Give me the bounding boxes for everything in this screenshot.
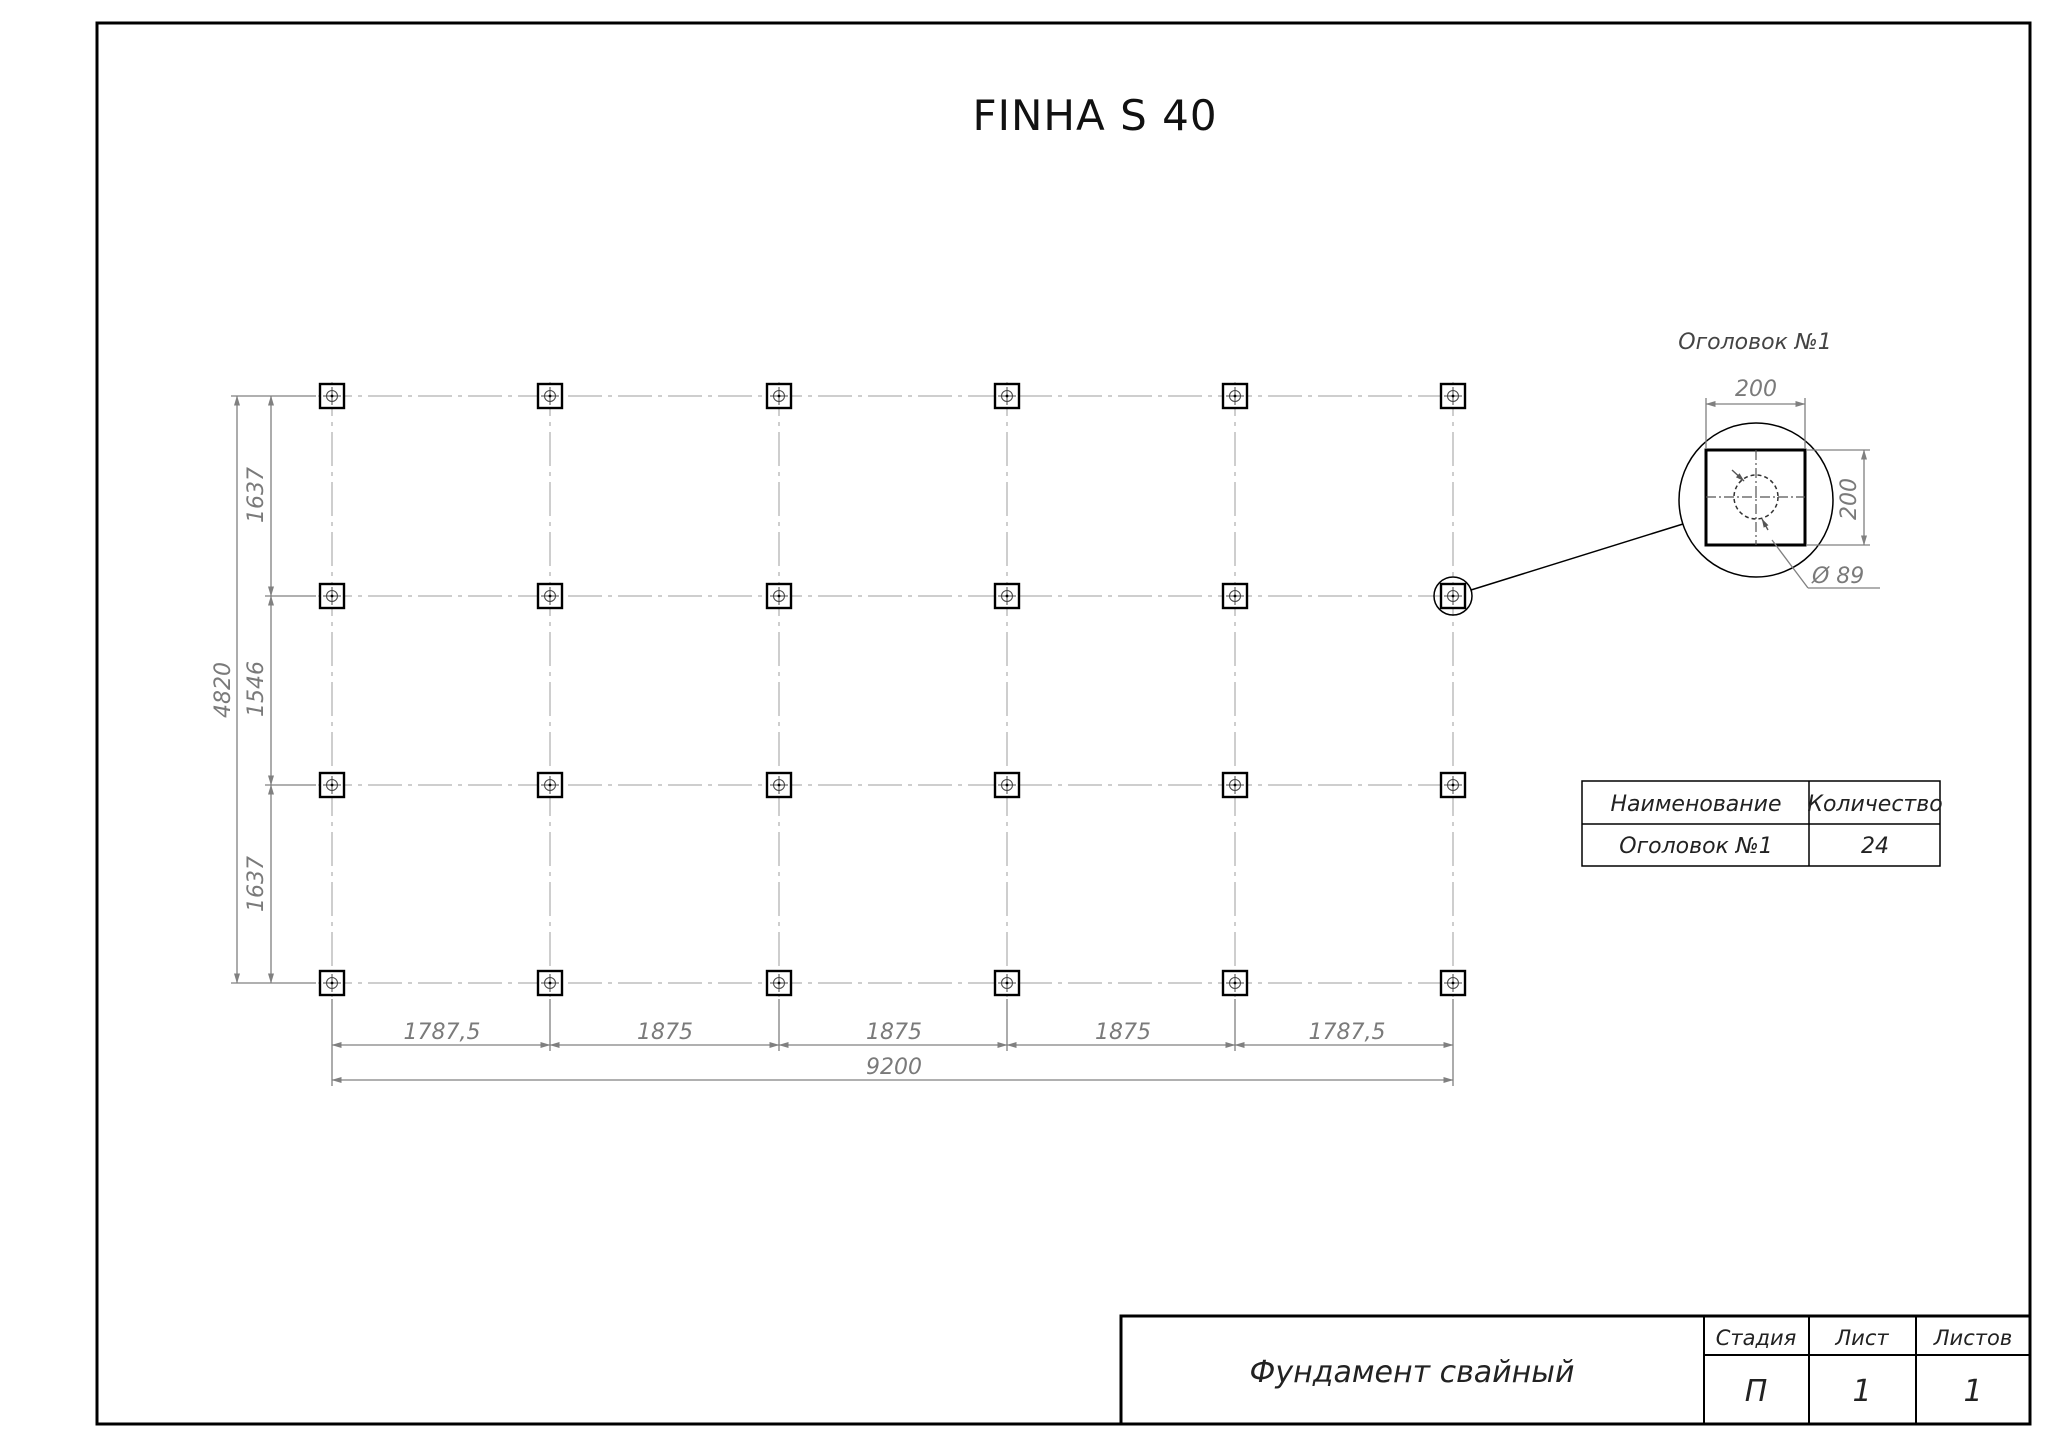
pile — [993, 969, 1021, 997]
pile — [1221, 969, 1249, 997]
dim-h-5: 1787,5 — [1309, 1020, 1386, 1045]
title-block-stage: П — [1745, 1374, 1768, 1409]
title-block-stage-header: Стадия — [1716, 1326, 1797, 1350]
detail-width: 200 — [1735, 377, 1777, 402]
pile — [1439, 969, 1467, 997]
dim-h-3: 1875 — [866, 1020, 922, 1045]
drawing-title: FINHA S 40 — [972, 91, 1217, 140]
pile — [993, 771, 1021, 799]
dim-v-3: 1637 — [244, 856, 269, 912]
pile — [765, 382, 793, 410]
title-block: Фундамент свайный Стадия Лист Листов П 1… — [1119, 1314, 2032, 1426]
detail-diameter: Ø 89 — [1811, 564, 1864, 589]
pile — [536, 969, 564, 997]
pile — [536, 771, 564, 799]
pile — [318, 582, 346, 610]
spec-header-qty: Количество — [1807, 792, 1942, 817]
callout-circle — [1433, 576, 1473, 616]
spec-table: Наименование Количество Оголовок №1 24 — [1581, 780, 1943, 867]
spec-cell-name: Оголовок №1 — [1619, 834, 1772, 859]
dim-h-1: 1787,5 — [404, 1020, 481, 1045]
pile — [1439, 382, 1467, 410]
title-block-sheets: 1 — [1963, 1374, 1982, 1409]
pile — [765, 969, 793, 997]
pile — [1221, 382, 1249, 410]
axis-grid — [318, 382, 1467, 997]
pile — [1221, 582, 1249, 610]
pile — [536, 582, 564, 610]
pile — [993, 382, 1021, 410]
pile-grid — [318, 382, 1467, 997]
detail-label: Оголовок №1 — [1678, 330, 1831, 355]
pile — [1439, 771, 1467, 799]
pile — [536, 382, 564, 410]
detail-view: Оголовок №1 200 200 Ø 89 — [1678, 330, 1880, 589]
pile — [993, 582, 1021, 610]
pile — [765, 582, 793, 610]
drawing-frame — [95, 21, 2032, 1426]
dimension-lines — [231, 395, 1454, 1086]
dim-h-4: 1875 — [1095, 1020, 1151, 1045]
pile — [1221, 771, 1249, 799]
pile — [318, 969, 346, 997]
title-block-sheet-header: Лист — [1834, 1326, 1889, 1350]
detail-circle — [1678, 422, 1834, 578]
dim-overall-height: 4820 — [211, 662, 236, 718]
dim-v-1: 1637 — [244, 467, 269, 523]
title-block-sheets-header: Листов — [1933, 1326, 2012, 1350]
dim-h-2: 1875 — [637, 1020, 693, 1045]
pile — [765, 771, 793, 799]
title-block-name: Фундамент свайный — [1250, 1355, 1575, 1390]
callout-leader — [1470, 523, 1684, 591]
detail-height: 200 — [1837, 478, 1862, 520]
spec-header-name: Наименование — [1611, 792, 1782, 817]
title-block-sheet: 1 — [1852, 1374, 1871, 1409]
pile — [1439, 582, 1467, 610]
pile — [318, 771, 346, 799]
dim-overall-width: 9200 — [866, 1055, 922, 1080]
pile — [318, 382, 346, 410]
dim-v-2: 1546 — [244, 661, 269, 717]
spec-cell-qty: 24 — [1861, 834, 1889, 859]
